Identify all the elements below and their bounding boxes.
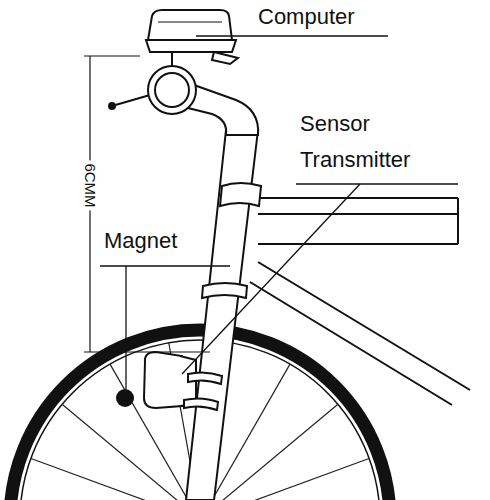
fork bbox=[186, 130, 261, 500]
spoke bbox=[208, 458, 371, 500]
dimension-line bbox=[84, 56, 210, 352]
dimension-text: 6CMM bbox=[80, 160, 99, 210]
stem bbox=[109, 52, 258, 135]
sensor-transmitter bbox=[144, 352, 222, 410]
spoke bbox=[206, 403, 340, 500]
spoke bbox=[61, 403, 195, 500]
part-label: Sensor Transmitter bbox=[300, 106, 465, 178]
magnet-dot bbox=[116, 389, 134, 407]
leader-lines bbox=[100, 36, 458, 389]
computer-unit bbox=[146, 10, 238, 64]
frame bbox=[250, 198, 470, 405]
part-label: Magnet bbox=[104, 228, 177, 254]
part-label: Computer bbox=[258, 4, 355, 30]
